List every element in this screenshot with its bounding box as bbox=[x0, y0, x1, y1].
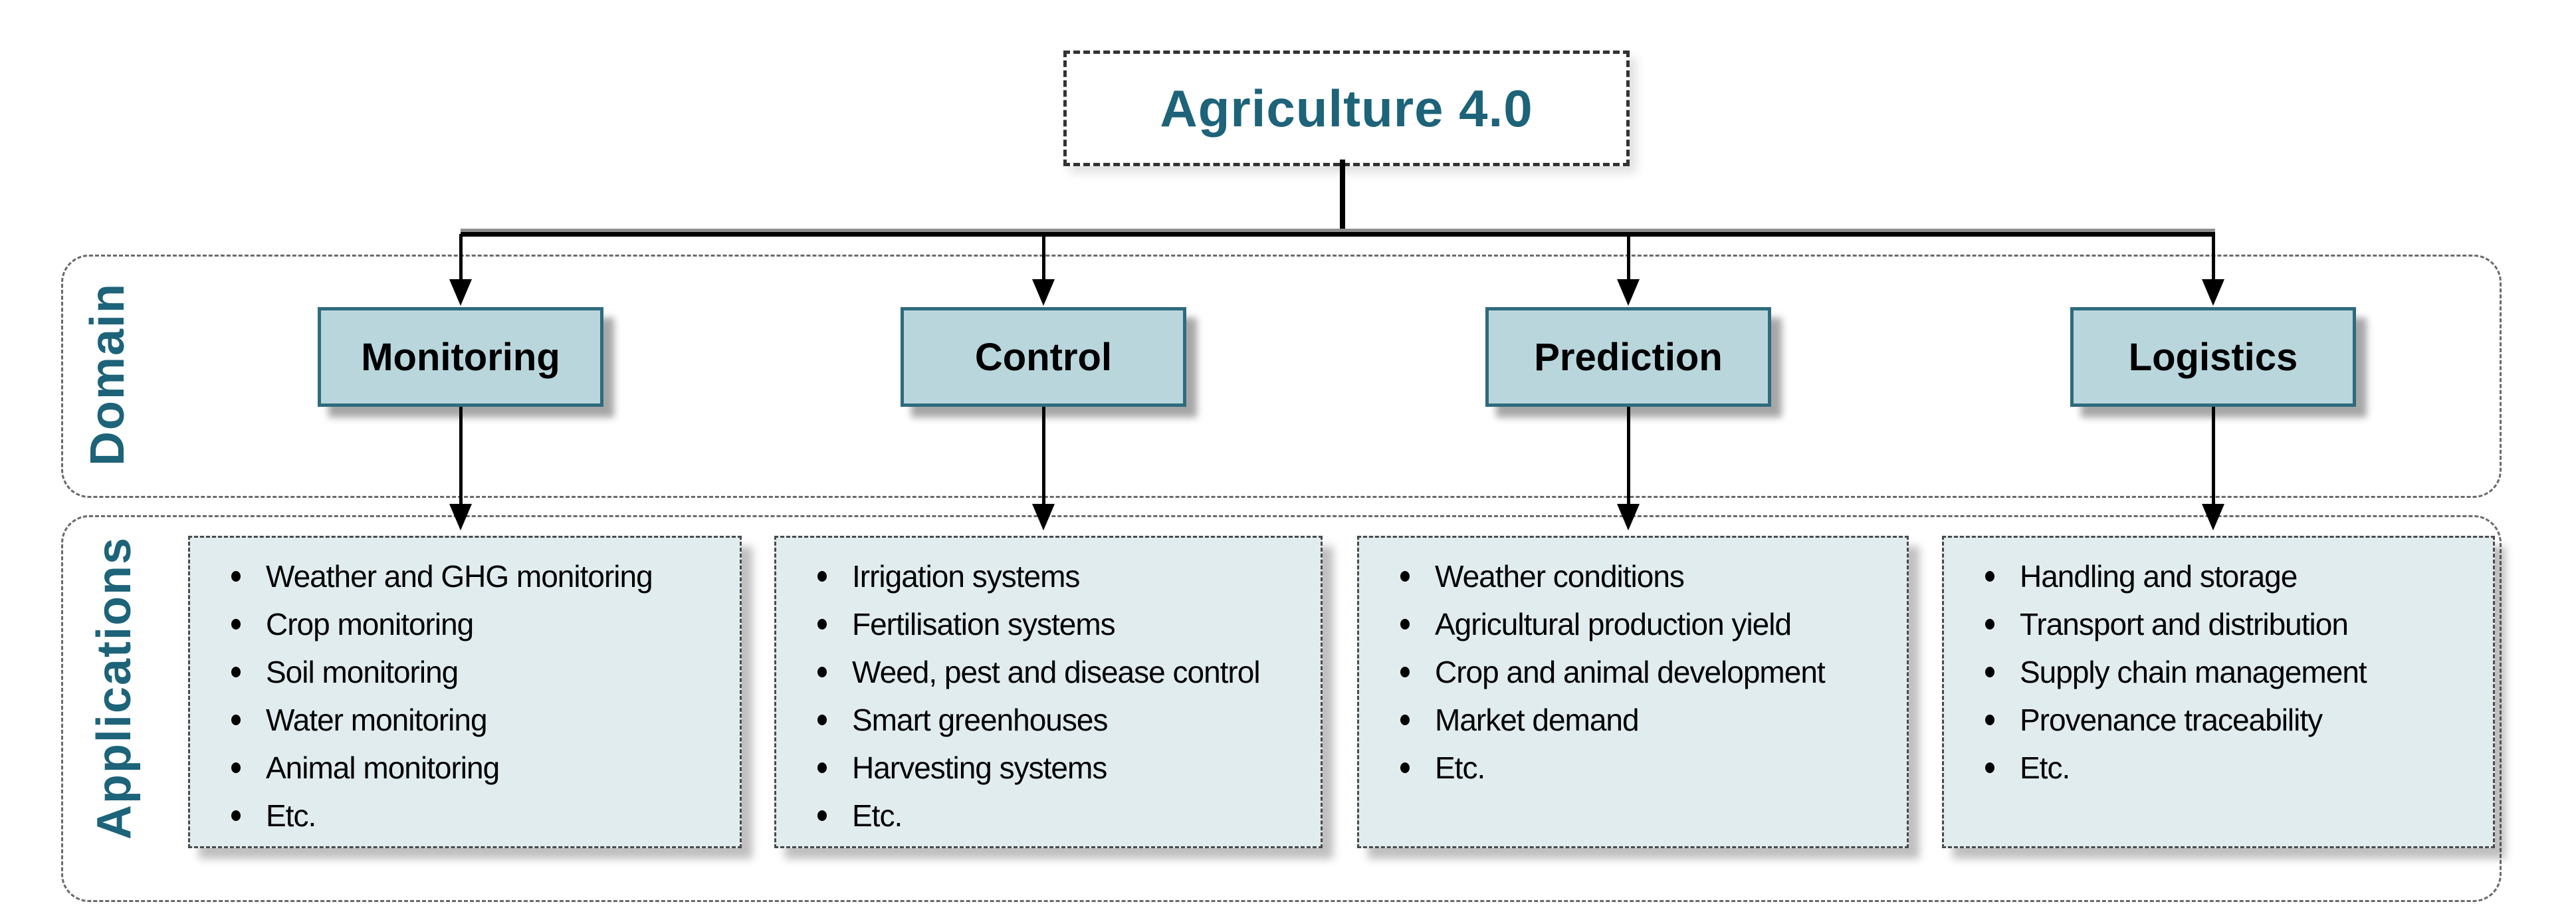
list-item: Provenance traceability bbox=[1985, 696, 2480, 744]
connector-control-apps bbox=[1042, 407, 1045, 505]
arrow-down-icon bbox=[1032, 504, 1055, 530]
domain-node-logistics: Logistics bbox=[2070, 307, 2356, 407]
domain-node-prediction: Prediction bbox=[1485, 307, 1771, 407]
list-item: Weed, pest and disease control bbox=[817, 648, 1307, 696]
arrow-down-icon bbox=[1032, 279, 1055, 306]
bullet-icon bbox=[817, 762, 827, 773]
list-item: Fertilisation systems bbox=[817, 600, 1307, 648]
agriculture-4-0-node: Agriculture 4.0 bbox=[1063, 51, 1630, 166]
bullet-icon bbox=[1985, 571, 1994, 582]
applications-list-logistics: Handling and storage Transport and distr… bbox=[1942, 536, 2495, 848]
bullet-icon bbox=[231, 619, 241, 630]
bullet-icon bbox=[231, 715, 241, 725]
arrow-down-icon bbox=[2202, 504, 2224, 530]
list-item: Animal monitoring bbox=[231, 744, 726, 792]
list-item: Transport and distribution bbox=[1985, 600, 2480, 648]
connector-drop-monitoring bbox=[459, 234, 463, 281]
applications-list-monitoring: Weather and GHG monitoring Crop monitori… bbox=[188, 536, 742, 848]
bullet-icon bbox=[817, 571, 827, 582]
list-item: Etc. bbox=[1400, 744, 1893, 792]
list-item: Etc. bbox=[231, 792, 726, 840]
bullet-list: Weather conditions Agricultural producti… bbox=[1359, 538, 1907, 792]
bullet-icon bbox=[817, 715, 827, 725]
list-item: Crop monitoring bbox=[231, 600, 726, 648]
bullet-icon bbox=[1400, 667, 1410, 677]
list-item: Smart greenhouses bbox=[817, 696, 1307, 744]
arrow-down-icon bbox=[449, 279, 472, 306]
bullet-icon bbox=[231, 762, 241, 773]
list-item: Crop and animal development bbox=[1400, 648, 1893, 696]
bullet-list: Weather and GHG monitoring Crop monitori… bbox=[190, 538, 740, 840]
domain-node-control: Control bbox=[901, 307, 1186, 407]
applications-list-control: Irrigation systems Fertilisation systems… bbox=[774, 536, 1323, 848]
connector-title-stub bbox=[1340, 160, 1345, 234]
bullet-icon bbox=[1400, 762, 1410, 773]
list-item: Irrigation systems bbox=[817, 552, 1307, 600]
list-item: Weather conditions bbox=[1400, 552, 1893, 600]
applications-row-label: Applications bbox=[88, 536, 141, 840]
arrow-down-icon bbox=[2202, 279, 2224, 306]
bullet-list: Handling and storage Transport and distr… bbox=[1944, 538, 2493, 792]
bullet-icon bbox=[1985, 762, 1994, 773]
connector-monitoring-apps bbox=[459, 407, 463, 505]
bullet-icon bbox=[1985, 619, 1994, 630]
connector-drop-control bbox=[1042, 234, 1045, 281]
bullet-icon bbox=[231, 571, 241, 582]
domain-row-label: Domain bbox=[81, 282, 134, 467]
connector-drop-prediction bbox=[1627, 234, 1630, 281]
connector-prediction-apps bbox=[1627, 407, 1630, 505]
arrow-down-icon bbox=[1617, 504, 1640, 530]
bullet-icon bbox=[817, 619, 827, 630]
arrow-down-icon bbox=[449, 504, 472, 530]
bullet-icon bbox=[817, 810, 827, 821]
bullet-icon bbox=[1400, 619, 1410, 630]
connector-drop-logistics bbox=[2212, 234, 2215, 281]
list-item: Soil monitoring bbox=[231, 648, 726, 696]
bullet-icon bbox=[1400, 571, 1410, 582]
list-item: Etc. bbox=[1985, 744, 2480, 792]
bullet-icon bbox=[1400, 715, 1410, 725]
list-item: Agricultural production yield bbox=[1400, 600, 1893, 648]
connector-horizontal-bus bbox=[461, 229, 2215, 237]
arrow-down-icon bbox=[1617, 279, 1640, 306]
list-item: Water monitoring bbox=[231, 696, 726, 744]
list-item: Weather and GHG monitoring bbox=[231, 552, 726, 600]
bullet-list: Irrigation systems Fertilisation systems… bbox=[776, 538, 1321, 840]
list-item: Etc. bbox=[817, 792, 1307, 840]
connector-logistics-apps bbox=[2212, 407, 2215, 505]
bullet-icon bbox=[1985, 667, 1994, 677]
bullet-icon bbox=[817, 667, 827, 677]
bullet-icon bbox=[231, 667, 241, 677]
list-item: Supply chain management bbox=[1985, 648, 2480, 696]
list-item: Harvesting systems bbox=[817, 744, 1307, 792]
bullet-icon bbox=[1985, 715, 1994, 725]
applications-list-prediction: Weather conditions Agricultural producti… bbox=[1357, 536, 1909, 848]
domain-node-monitoring: Monitoring bbox=[318, 307, 603, 407]
bullet-icon bbox=[231, 810, 241, 821]
diagram-title: Agriculture 4.0 bbox=[1160, 78, 1533, 138]
list-item: Handling and storage bbox=[1985, 552, 2480, 600]
list-item: Market demand bbox=[1400, 696, 1893, 744]
